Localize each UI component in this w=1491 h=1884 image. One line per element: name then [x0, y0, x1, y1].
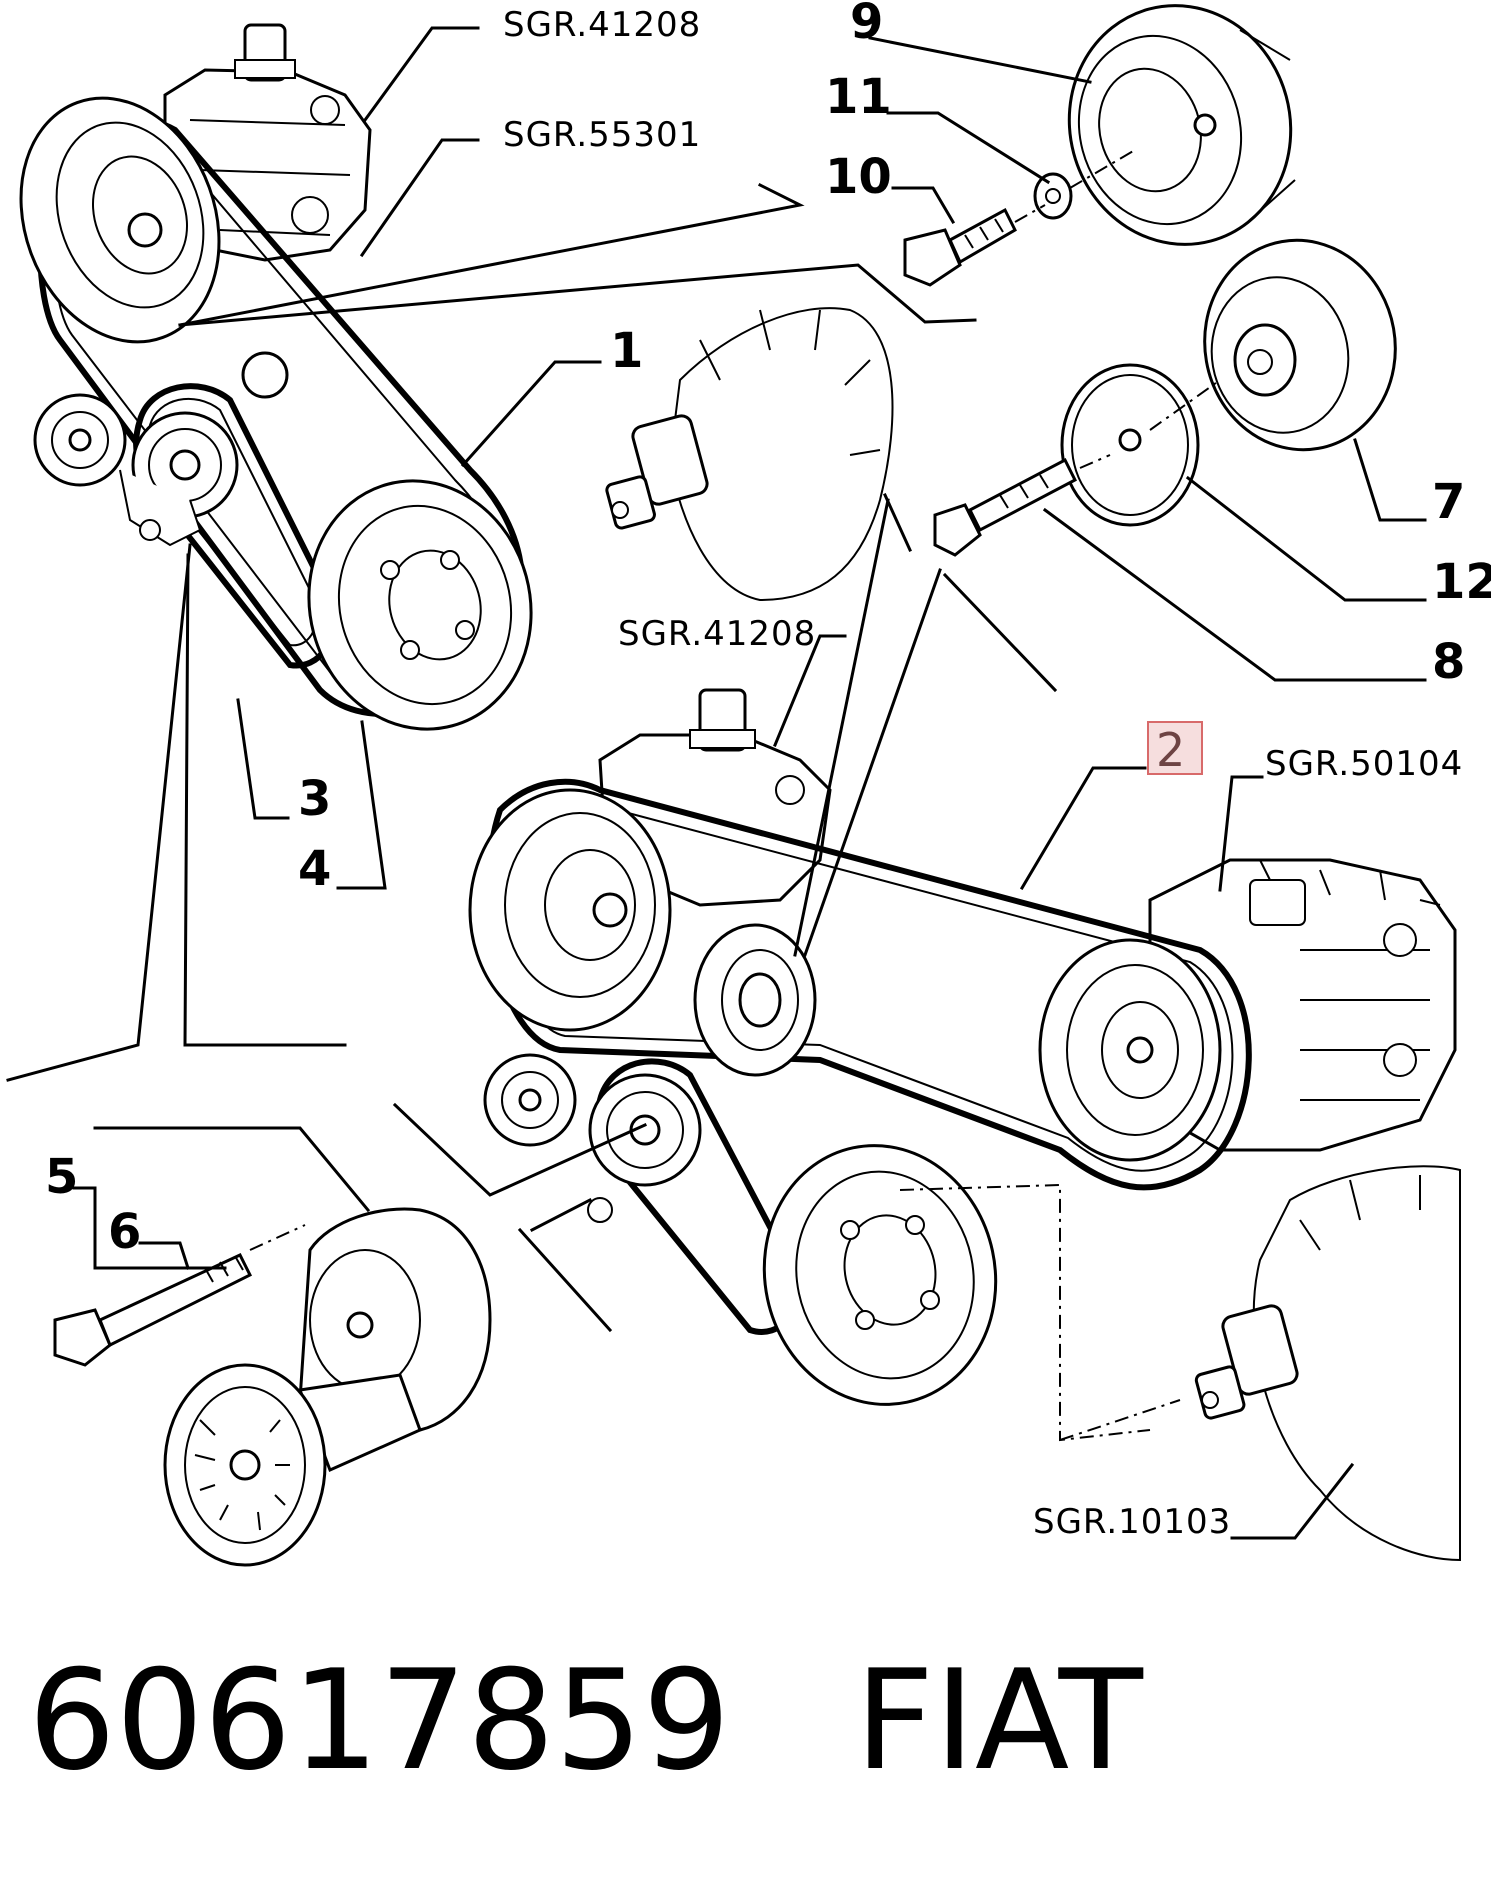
small-idler-pulley: [33, 393, 127, 487]
lower-belt-assembly: [468, 688, 1457, 1406]
alternator-bottom: [1194, 1165, 1461, 1562]
ref-label-sgr-41208-top: SGR.41208: [503, 5, 701, 45]
upper-belt-assembly: [19, 23, 533, 731]
callout-3: 3: [298, 771, 331, 827]
tensioner-assembly-5: [163, 1207, 492, 1567]
washer-11: [1033, 172, 1073, 220]
callout-11: 11: [825, 69, 892, 125]
bolt-6: [53, 1253, 253, 1367]
crankshaft-pulley-top: [307, 479, 533, 731]
ref-label-sgr-10103: SGR.10103: [1033, 1502, 1231, 1542]
ac-compressor-pulley: [1038, 938, 1222, 1162]
steering-pump-pulley: [19, 96, 221, 344]
pulley-7: [1203, 238, 1397, 452]
highlighted-callout-2: 2: [1147, 721, 1203, 777]
callout-10: 10: [825, 149, 892, 205]
ac-compressor: [1148, 858, 1457, 1152]
leader-lines: [6, 26, 1427, 1540]
pulley-9: [1067, 4, 1296, 246]
callout-12: 12: [1432, 554, 1491, 610]
bolt-10: [903, 207, 1017, 287]
crankshaft-pulley-center: [762, 1144, 998, 1406]
part-number: 60617859: [28, 1640, 731, 1801]
ref-label-sgr-50104: SGR.50104: [1265, 744, 1463, 784]
callout-9: 9: [850, 0, 883, 50]
steering-pump-pulley-center: [468, 788, 672, 1032]
callout-8: 8: [1432, 634, 1465, 690]
brand-name: FIAT: [854, 1640, 1143, 1801]
alternator-top: [605, 307, 894, 602]
callout-labels: SGR.41208 SGR.55301 SGR.41208 SGR.50104 …: [45, 0, 1491, 1542]
bolt-8: [933, 457, 1077, 557]
cover-12: [1060, 363, 1200, 527]
callout-2: 2: [1156, 723, 1185, 777]
callout-6: 6: [108, 1204, 141, 1260]
ref-label-sgr-41208-center: SGR.41208: [618, 614, 816, 654]
callout-1: 1: [610, 323, 643, 379]
ref-label-sgr-55301: SGR.55301: [503, 115, 701, 155]
tensioner-pulley-center: [588, 1073, 702, 1187]
callout-4: 4: [298, 841, 331, 897]
callout-7: 7: [1432, 474, 1465, 530]
footer: 60617859 FIAT: [28, 1640, 1143, 1801]
idler-pulley-center: [693, 923, 817, 1077]
small-idler-pulley-center: [483, 1053, 577, 1147]
callout-5: 5: [45, 1149, 78, 1205]
